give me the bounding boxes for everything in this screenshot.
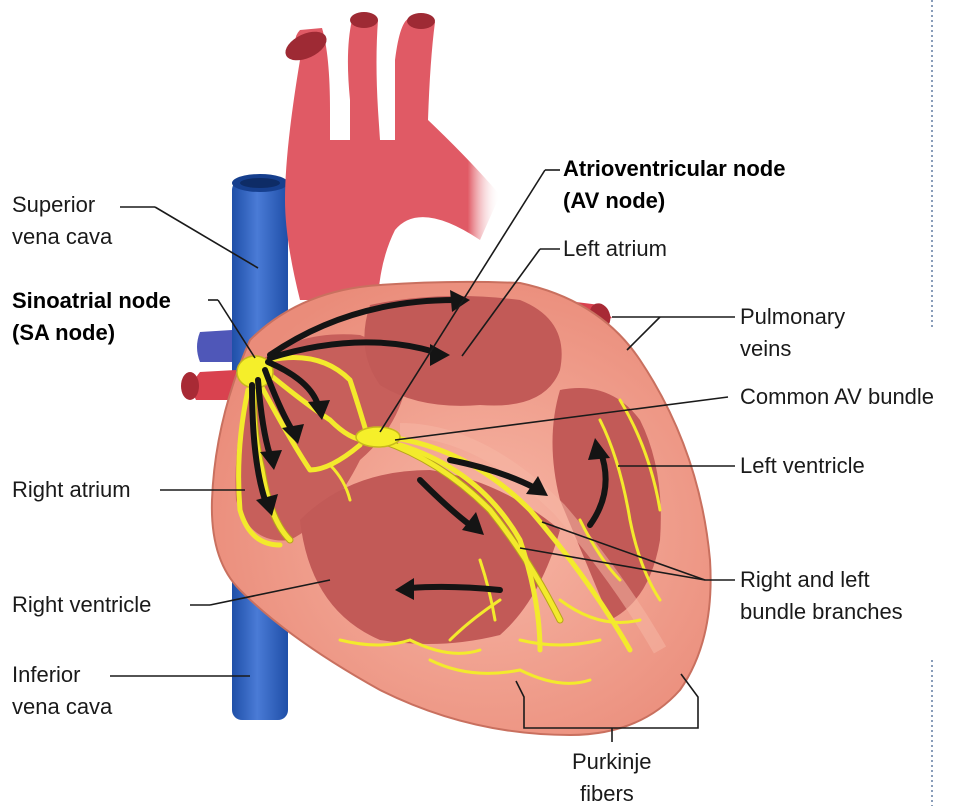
label-superior-vena-cava-line1: Superior — [12, 192, 95, 217]
label-left-atrium: Left atrium — [563, 236, 667, 261]
label-common-av-bundle: Common AV bundle — [740, 384, 934, 409]
label-av-node-line1: Atrioventricular node — [563, 156, 785, 181]
label-inferior-vena-cava-line2: vena cava — [12, 694, 113, 719]
label-pulmonary-veins-line2: veins — [740, 336, 791, 361]
label-pulmonary-veins-line1: Pulmonary — [740, 304, 845, 329]
label-right-atrium: Right atrium — [12, 477, 131, 502]
aorta-vessel — [281, 12, 500, 300]
label-purkinje-fibers-line2: fibers — [580, 781, 634, 806]
label-inferior-vena-cava-line1: Inferior — [12, 662, 80, 687]
label-right-ventricle: Right ventricle — [12, 592, 151, 617]
label-bundle-branches-line1: Right and left — [740, 567, 870, 592]
label-sinoatrial-node-line1: Sinoatrial node — [12, 288, 171, 313]
label-superior-vena-cava-line2: vena cava — [12, 224, 113, 249]
label-left-ventricle: Left ventricle — [740, 453, 865, 478]
label-bundle-branches-line2: bundle branches — [740, 599, 903, 624]
av-node-marker — [356, 427, 400, 447]
label-purkinje-fibers-line1: Purkinje — [572, 749, 651, 774]
label-av-node-line2: (AV node) — [563, 188, 665, 213]
label-sinoatrial-node-line2: (SA node) — [12, 320, 115, 345]
